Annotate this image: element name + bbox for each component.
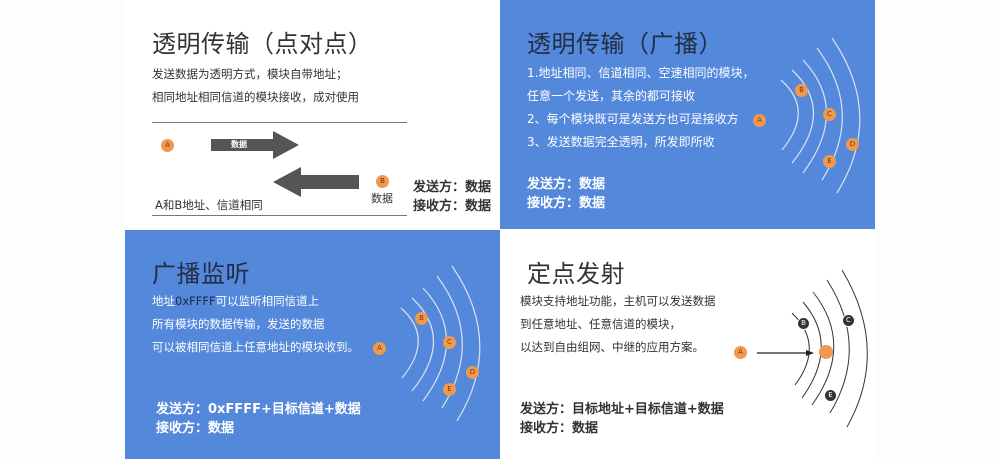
node-a: A — [161, 139, 174, 152]
divider-bottom — [152, 215, 407, 216]
panel-title: 透明传输（广播） — [527, 30, 723, 58]
desc-line: 所有模块的数据传输，发送的数据 — [152, 317, 325, 331]
sender-text: 发送方：0xFFFF+目标信道+数据 — [156, 402, 361, 417]
node-a: A — [373, 342, 386, 355]
node-e: E — [823, 155, 836, 168]
panel-description: 发送数据为透明方式，模块自带地址； 相同地址相同信道的模块接收，成对使用 — [152, 63, 359, 109]
node-c: C — [842, 314, 855, 327]
panel-title: 透明传输（点对点） — [152, 30, 373, 58]
target-node — [819, 345, 833, 359]
node-e: E — [443, 383, 456, 396]
desc-line: 2、每个模块既可是发送方也可是接收方 — [527, 112, 739, 126]
receiver-text: 接收方：数据 — [413, 199, 492, 214]
arrow-label: 数据 — [231, 140, 247, 149]
desc-line: 发送数据为透明方式，模块自带地址； — [152, 67, 348, 81]
arrow-right-icon — [211, 131, 299, 159]
receiver-text: 接收方：数据 — [520, 421, 599, 436]
panel-title: 广播监听 — [152, 260, 250, 288]
node-b: B — [795, 84, 808, 97]
panel-point-to-point: 透明传输（点对点） 发送数据为透明方式，模块自带地址； 相同地址相同信道的模块接… — [125, 0, 500, 229]
panel-description: 1.地址相同、信道相同、空速相同的模块， 任意一个发送，其余的都可接收 2、每个… — [527, 62, 754, 154]
panel-description: 地址0xFFFF可以监听相同信道上 所有模块的数据传输，发送的数据 可以被相同信… — [152, 290, 359, 359]
desc-line: 任意一个发送，其余的都可接收 — [527, 89, 696, 103]
node-c: C — [443, 336, 456, 349]
panel-broadcast-listen: 广播监听 地址0xFFFF可以监听相同信道上 所有模块的数据传输，发送的数据 可… — [125, 230, 500, 459]
desc-line: 可以被相同信道上任意地址的模块收到。 — [152, 340, 359, 354]
desc-suffix: 可以监听相同信道上 — [215, 294, 320, 308]
node-b: B — [376, 175, 389, 188]
desc-line: 以达到自由组网、中继的应用方案。 — [520, 340, 704, 354]
radio-waves-icon — [757, 269, 868, 428]
node-a: A — [753, 114, 766, 127]
panel-fixed-point: 定点发射 模块支持地址功能，主机可以发送数据 到任意地址、任意信道的模块， 以达… — [500, 230, 875, 459]
panel-description: 模块支持地址功能，主机可以发送数据 到任意地址、任意信道的模块， 以达到自由组网… — [520, 290, 716, 359]
desc-line: 1.地址相同、信道相同、空速相同的模块， — [527, 66, 755, 80]
sender-text: 发送方：目标地址+目标信道+数据 — [520, 402, 724, 417]
node-b-label: 数据 — [371, 192, 393, 205]
node-d: D — [846, 138, 859, 151]
receiver-text: 接收方：数据 — [527, 196, 606, 211]
panel-title: 定点发射 — [527, 260, 625, 288]
receiver-text: 接收方：数据 — [156, 421, 235, 436]
divider-top — [152, 122, 407, 123]
desc-line: 模块支持地址功能，主机可以发送数据 — [520, 294, 716, 308]
node-e: E — [824, 389, 837, 402]
sender-text: 发送方：数据 — [527, 177, 606, 192]
desc-line: 3、发送数据完全透明，所发即所收 — [527, 135, 715, 149]
node-c: C — [823, 108, 836, 121]
desc-prefix: 地址 — [152, 294, 175, 308]
broadcast-address: 0xFFFF — [175, 294, 216, 308]
panel-broadcast: 透明传输（广播） 1.地址相同、信道相同、空速相同的模块， 任意一个发送，其余的… — [500, 0, 875, 229]
sender-text: 发送方：数据 — [413, 180, 492, 195]
arrow-left-icon — [273, 167, 359, 197]
desc-line: 相同地址相同信道的模块接收，成对使用 — [152, 90, 359, 104]
node-b: B — [415, 312, 428, 325]
node-d: D — [466, 366, 479, 379]
node-a: A — [734, 346, 747, 359]
diagram-caption: A和B地址、信道相同 — [155, 198, 263, 212]
radio-waves-icon — [400, 265, 481, 422]
desc-line: 地址0xFFFF可以监听相同信道上 — [152, 290, 359, 313]
node-b: B — [797, 317, 810, 330]
desc-line: 到任意地址、任意信道的模块， — [520, 317, 681, 331]
radio-waves-icon — [780, 37, 861, 194]
